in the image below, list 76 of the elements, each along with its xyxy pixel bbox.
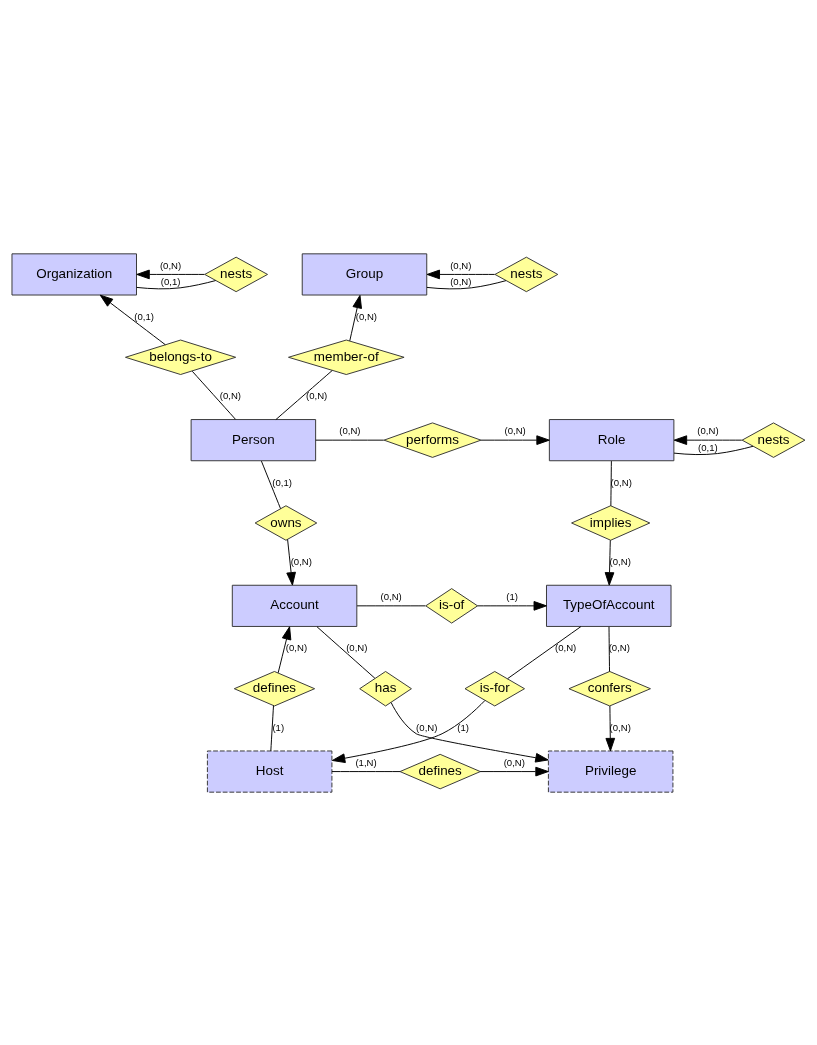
node-diamond: nests <box>494 256 559 292</box>
connector <box>356 604 426 606</box>
node-box: Person <box>190 418 317 461</box>
edge-label: (0,N) <box>305 389 328 401</box>
node-box: TypeOfAccount <box>546 584 672 627</box>
edge-label: (0,N) <box>610 476 632 488</box>
edge-label: (0,N) <box>504 424 526 436</box>
arrow <box>390 701 549 763</box>
edge-label: (0,N) <box>609 555 631 567</box>
node-box: Group <box>301 252 428 295</box>
connector <box>610 460 612 506</box>
edge-label: (0,1) <box>160 275 181 287</box>
node-diamond: owns <box>254 504 318 541</box>
edge-label: (0,N) <box>416 721 438 733</box>
node-diamond: confers <box>568 670 651 706</box>
node-box: Account <box>231 584 358 627</box>
arrow <box>480 434 550 445</box>
edge-label: (0,1) <box>272 476 292 488</box>
edge-label: (0,N) <box>339 424 361 436</box>
arrow <box>331 699 486 763</box>
node-diamond: is-of <box>425 587 479 624</box>
connector <box>426 279 507 289</box>
arrow <box>426 269 496 279</box>
edge-label: (0,N) <box>450 275 472 287</box>
arrow <box>349 294 362 341</box>
edge-label: (0,N) <box>355 310 378 322</box>
arrow <box>286 538 296 585</box>
node-diamond: defines <box>399 753 481 789</box>
edge-label: (0,N) <box>285 641 308 653</box>
edge-label: (0,N) <box>380 590 402 602</box>
connector <box>507 625 582 679</box>
node-diamond: performs <box>383 421 482 458</box>
arrow <box>605 705 616 751</box>
edge-label: (1) <box>457 721 469 733</box>
node-diamond: has <box>359 670 412 706</box>
node-box: Privilege <box>547 750 674 793</box>
connector <box>331 770 401 772</box>
arrow <box>277 625 292 673</box>
connector <box>275 369 333 420</box>
node-box: Organization <box>11 252 137 295</box>
arrow <box>477 600 547 611</box>
edge-label: (0,1) <box>698 441 718 453</box>
node-diamond: nests <box>741 421 806 458</box>
edge-label: (1) <box>272 721 285 733</box>
arrow <box>604 539 615 586</box>
edge-label: (1,N) <box>355 756 377 768</box>
arrow <box>136 269 205 279</box>
connector <box>136 279 217 289</box>
node-diamond: is-for <box>464 670 525 706</box>
connector <box>270 704 274 751</box>
node-diamond: implies <box>571 504 651 541</box>
node-box: Host <box>206 750 333 793</box>
edge-label: (0,N) <box>503 756 525 768</box>
edge-label: (0,N) <box>159 259 182 271</box>
arrow <box>479 766 549 776</box>
edge-label: (1) <box>506 590 518 602</box>
connector <box>673 445 754 455</box>
edge-label: (0,1) <box>134 310 155 322</box>
arrow <box>673 434 743 445</box>
edge-label: (0,N) <box>290 555 312 567</box>
edge-label: (0,N) <box>219 389 242 401</box>
connector <box>191 370 236 420</box>
connector <box>608 625 610 672</box>
edge-label: (0,N) <box>450 259 472 271</box>
connector <box>315 439 385 441</box>
node-diamond: defines <box>233 670 316 706</box>
connector <box>260 460 281 509</box>
node-diamond: member-of <box>288 339 405 375</box>
node-diamond: nests <box>204 256 268 292</box>
node-diamond: belongs-to <box>125 339 237 375</box>
node-box: Role <box>548 418 675 461</box>
arrow <box>99 294 166 345</box>
edge-label: (0,N) <box>697 424 719 436</box>
edge-label: (0,N) <box>555 641 577 653</box>
connector <box>316 625 376 679</box>
edge-label: (0,N) <box>346 641 368 653</box>
